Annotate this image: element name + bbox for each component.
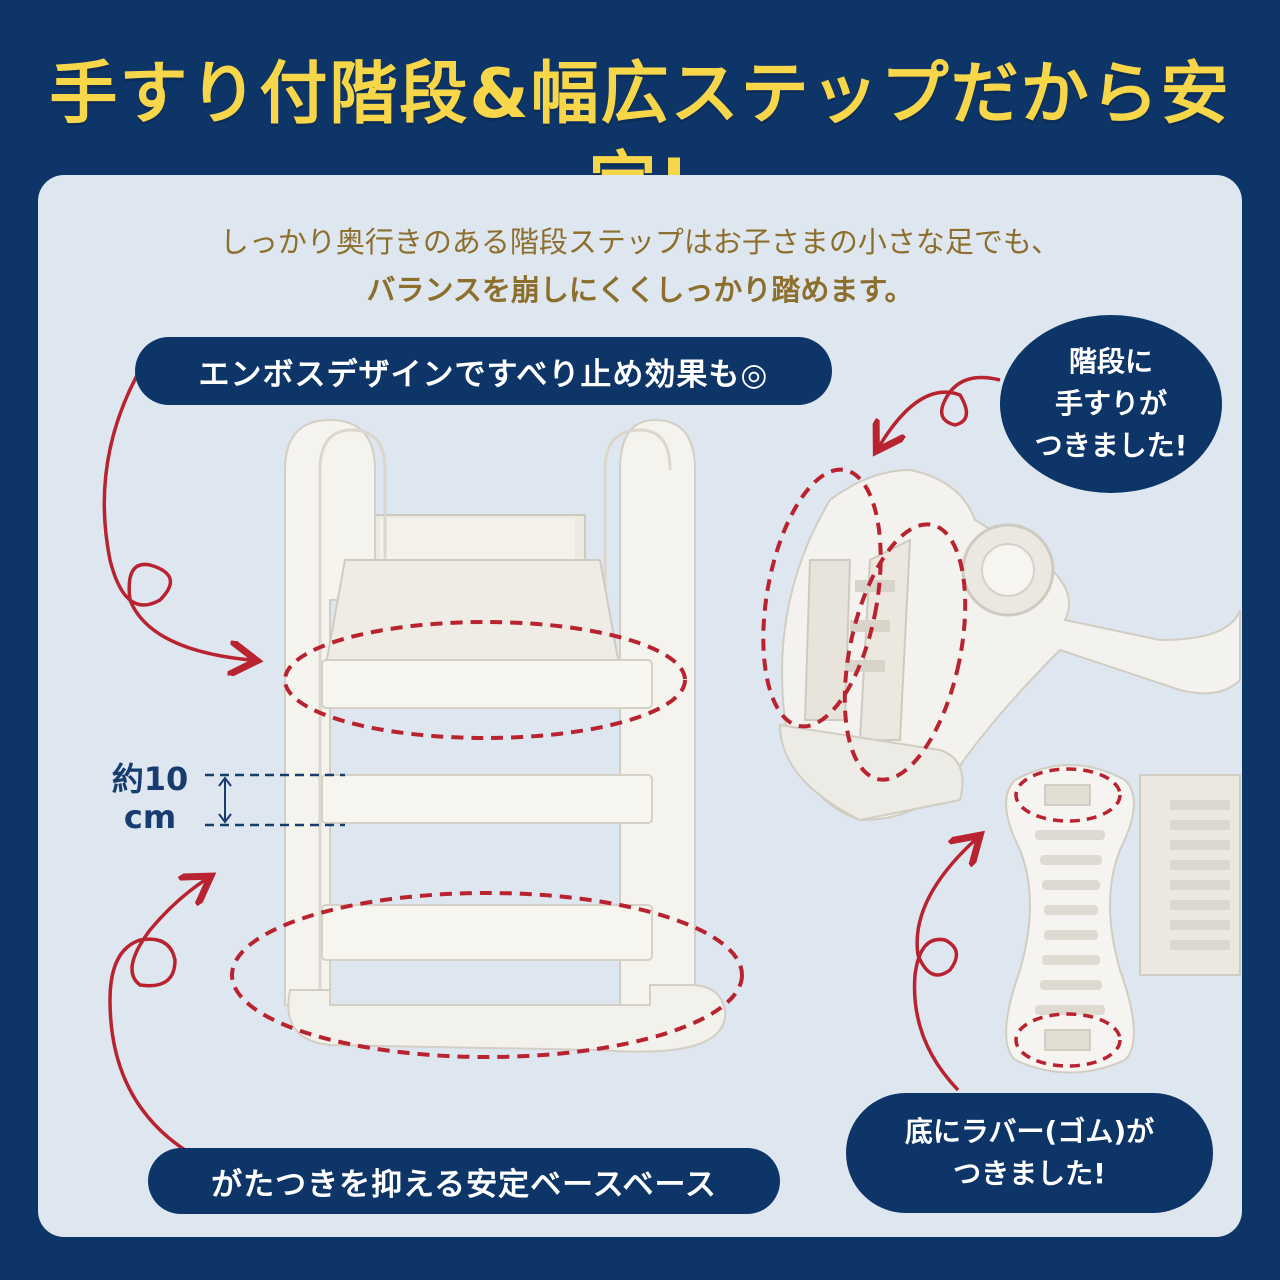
intro-text: しっかり奥行きのある階段ステップはお子さまの小さな足でも、 バランスを崩しにくく… <box>0 218 1280 314</box>
rubber-line-1: 底にラバー(ゴム)が <box>904 1115 1155 1148</box>
handrail-side-view <box>778 468 1241 822</box>
rubber-top-highlight <box>1014 767 1122 823</box>
base-callout: がたつきを抑える安定ベースベース <box>148 1148 780 1214</box>
handrail-callout: 階段に 手すりが つきました! <box>1000 315 1222 493</box>
intro-line-1: しっかり奥行きのある階段ステップはお子さまの小さな足でも、 <box>219 225 1061 259</box>
stair-unit <box>284 418 727 1053</box>
step-height-label: 約10 cm <box>100 760 200 836</box>
handrail-line-1: 階段に <box>1068 345 1153 378</box>
top-step-highlight <box>283 620 687 740</box>
rubber-arrow <box>912 840 975 1092</box>
underside-view <box>1005 764 1241 1074</box>
base-arrow <box>108 880 205 1152</box>
intro-line-2: バランスを崩しにくくしっかり踏めます。 <box>366 273 914 307</box>
handrail-line-3: つきました! <box>1034 429 1188 462</box>
base-highlight <box>230 891 744 1059</box>
emboss-arrow <box>102 369 250 660</box>
handrail-line-2: 手すりが <box>1054 387 1167 420</box>
step-height-value: 約10 <box>111 760 189 798</box>
rubber-bottom-highlight <box>1014 1012 1122 1068</box>
handrail-right-highlight <box>842 522 968 782</box>
handrail-left-highlight <box>761 467 883 729</box>
measurement-guide <box>205 773 345 827</box>
rubber-callout: 底にラバー(ゴム)が つきました! <box>846 1093 1213 1213</box>
handrail-arrow <box>880 375 1001 446</box>
rubber-line-2: つきました! <box>953 1157 1106 1190</box>
step-height-unit: cm <box>123 798 177 836</box>
emboss-callout: エンボスデザインですべり止め効果も◎ <box>135 337 832 405</box>
